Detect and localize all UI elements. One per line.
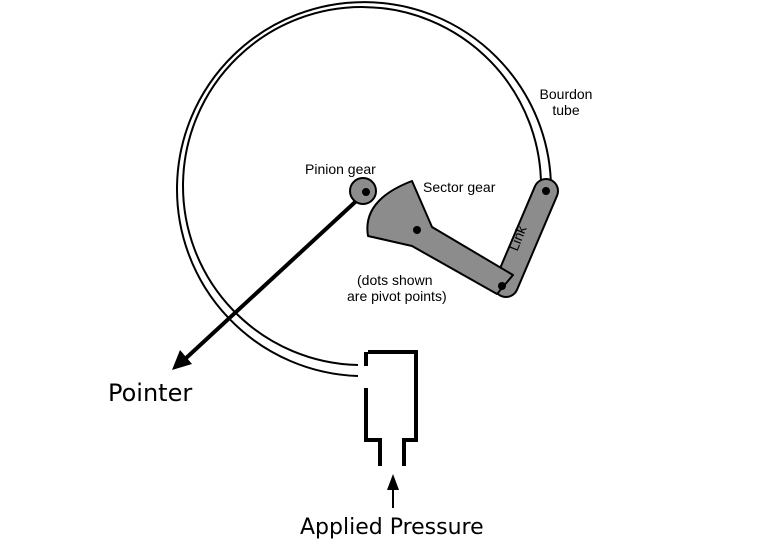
- bourdon-tube-inner-wall: [182, 6, 543, 366]
- sector-gear: [366, 180, 514, 295]
- pivot-point-sector: [413, 226, 421, 234]
- bourdon-tube-outer-wall: [176, 1, 552, 377]
- pivot-note-line2: are pivot points): [347, 288, 447, 304]
- tube-socket: [364, 350, 418, 466]
- bourdon-tube-label-line2: tube: [552, 102, 579, 118]
- applied-pressure-arrow: [387, 474, 399, 508]
- bourdon-tube-label-line1: Bourdon: [540, 86, 593, 102]
- sector-gear-label: Sector gear: [423, 179, 496, 195]
- pivot-point-pinion: [362, 188, 370, 196]
- pinion-gear-label: Pinion gear: [305, 161, 376, 177]
- pointer: [172, 190, 368, 370]
- pivot-point-link-sector: [498, 282, 506, 290]
- pointer-label: Pointer: [108, 379, 192, 407]
- pivot-note-line1: (dots shown: [357, 272, 432, 288]
- link: [493, 178, 559, 298]
- applied-pressure-label: Applied Pressure: [300, 515, 484, 540]
- pivot-point-link-tube: [542, 187, 550, 195]
